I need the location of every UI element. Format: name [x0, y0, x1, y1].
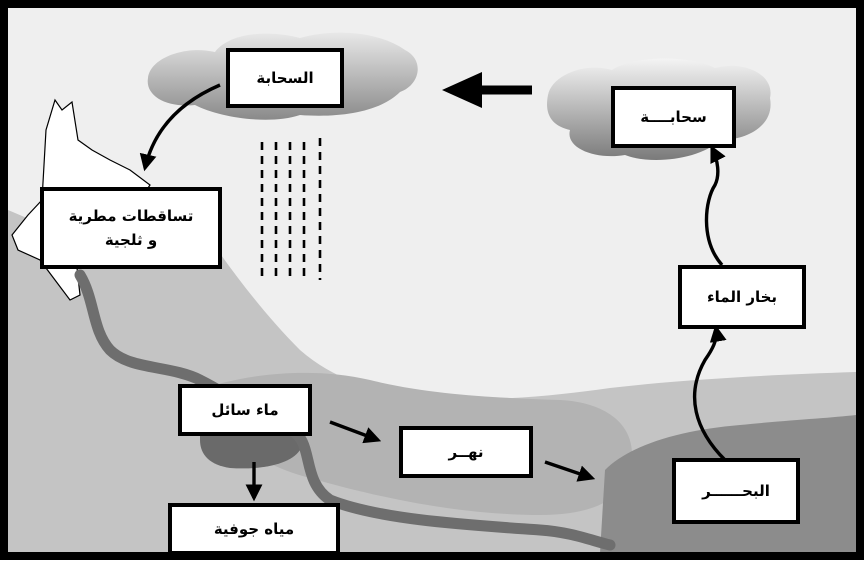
precipitation-text-line1: تساقطات مطرية	[68, 207, 194, 225]
river-to-sea-arrow-icon	[544, 460, 596, 482]
precipitation-label: تساقطات مطرية و ثلجية	[40, 187, 222, 269]
cloud-right-text: سحابــــة	[640, 108, 707, 126]
water-vapor-label: بخار الماء	[678, 265, 806, 329]
sea-label: البحــــــر	[672, 458, 800, 524]
vapor-to-cloud-arrow-icon	[704, 144, 726, 267]
cloud-left-text: السحابة	[256, 69, 314, 87]
cloud-to-precipitation-arrow-icon	[139, 83, 221, 172]
precipitation-text-line2: و ثلجية	[104, 231, 158, 249]
liquid-to-river-arrow-icon	[329, 420, 382, 444]
cloud-left-label: السحابة	[226, 48, 344, 108]
groundwater-text: مياه جوفية	[213, 520, 295, 538]
groundwater-label: مياه جوفية	[168, 503, 340, 555]
cloud-movement-arrow-icon	[442, 72, 482, 108]
sea-text: البحــــــر	[702, 482, 770, 500]
sea-to-vapor-arrow-icon	[692, 324, 727, 462]
river-label: نهــر	[399, 426, 533, 478]
river-text: نهــر	[448, 443, 484, 461]
liquid-water-text: ماء سائل	[211, 401, 279, 419]
liquid-water-label: ماء سائل	[178, 384, 312, 436]
rain-icon	[260, 138, 322, 280]
water-vapor-text: بخار الماء	[706, 288, 778, 306]
cloud-right-label: سحابــــة	[611, 86, 736, 148]
